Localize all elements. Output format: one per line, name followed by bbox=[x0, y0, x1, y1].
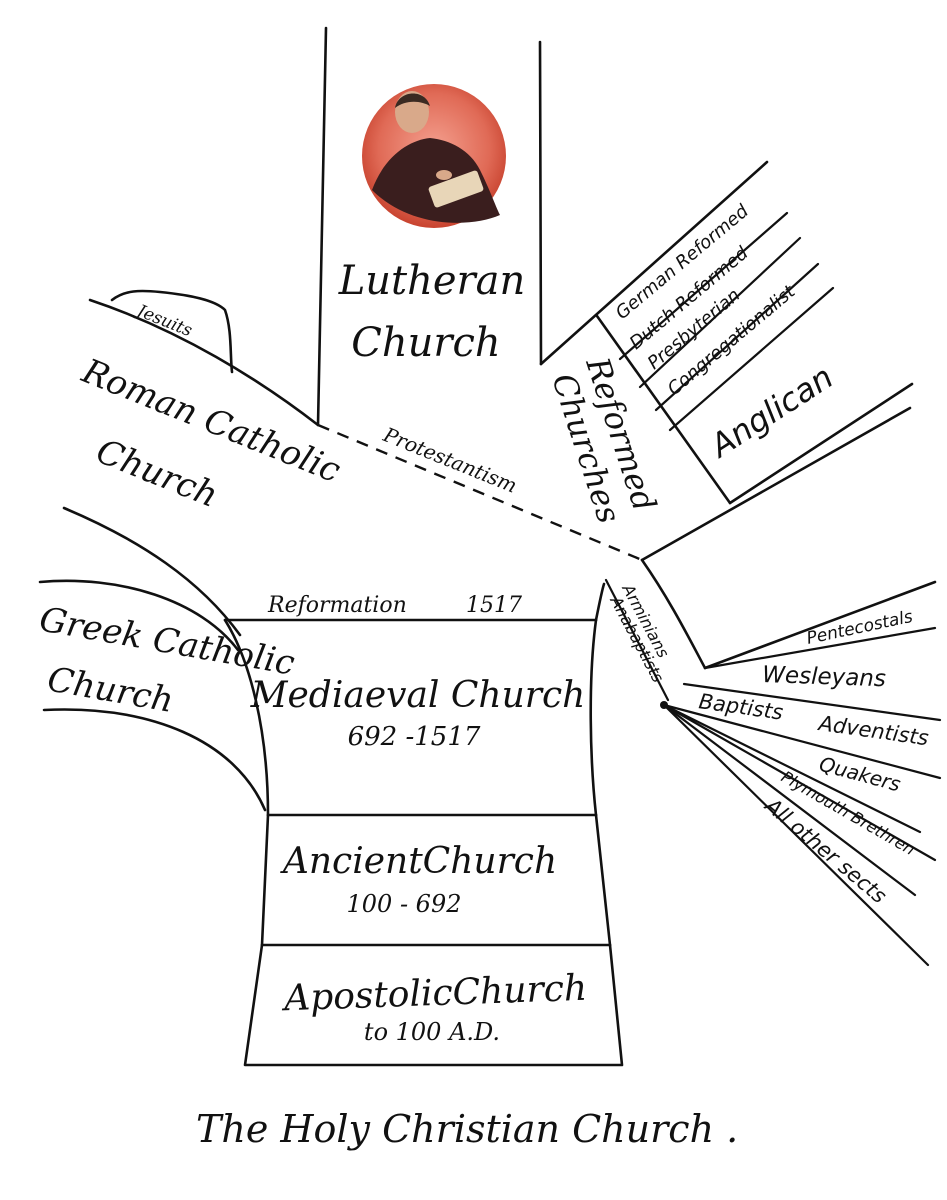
quakers-label: Quakers bbox=[817, 752, 904, 797]
reformation-label: Reformation bbox=[267, 593, 407, 618]
mediaeval-church-label: Mediaeval Church bbox=[250, 675, 586, 716]
apostolic-church-dates: to 100 A.D. bbox=[364, 1018, 500, 1046]
roman-catholic-label-line2: Church bbox=[91, 431, 224, 516]
reformation-year: 1517 bbox=[466, 593, 522, 618]
ancient-church-dates: 100 - 692 bbox=[347, 890, 462, 918]
ancient-church-label: AncientChurch bbox=[280, 841, 557, 882]
lutheran-branch bbox=[316, 26, 543, 427]
lutheran-church-label-line2: Church bbox=[351, 320, 500, 366]
anglican-label: Anglican bbox=[702, 358, 840, 466]
mediaeval-church-dates: 692 -1517 bbox=[348, 722, 481, 752]
jesuits-branch bbox=[110, 289, 234, 374]
greek-catholic-branch bbox=[38, 579, 267, 812]
apostolic-church-label: ApostolicChurch bbox=[280, 968, 587, 1020]
jesuits-label: Jesuits bbox=[131, 300, 195, 341]
sects-branches bbox=[594, 558, 942, 967]
baptists-label: Baptists bbox=[697, 689, 784, 725]
pentecostals-label: Pentecostals bbox=[805, 607, 915, 649]
roman-catholic-branch bbox=[62, 298, 320, 637]
diagram-caption: The Holy Christian Church . bbox=[196, 1107, 738, 1151]
wesleyans-label: Wesleyans bbox=[762, 662, 887, 692]
reformed-branch bbox=[539, 160, 914, 562]
lutheran-church-label-line1: Lutheran bbox=[338, 258, 526, 304]
protestantism-line bbox=[317, 423, 643, 562]
trunk-outline bbox=[223, 618, 624, 1067]
luther-portrait-medallion bbox=[362, 84, 506, 228]
